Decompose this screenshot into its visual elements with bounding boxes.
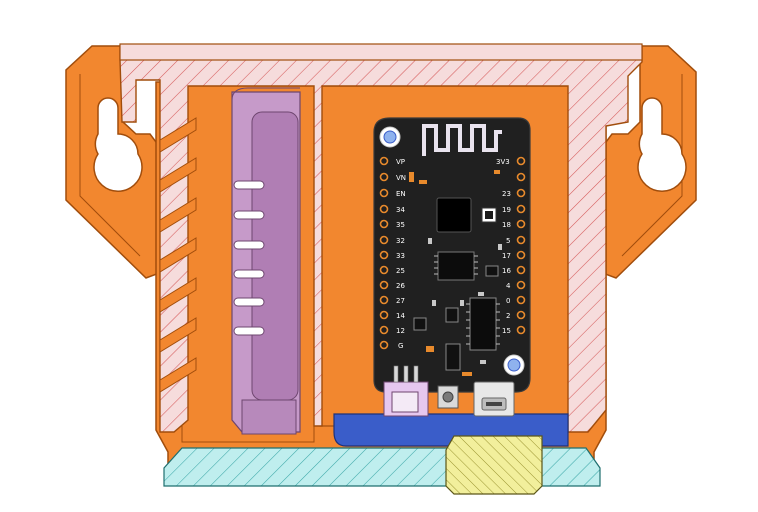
pin-label: 19 (502, 206, 511, 214)
pin-label: 34 (396, 206, 405, 214)
battery-connector (383, 365, 429, 417)
pin-label: 32 (396, 237, 405, 245)
pin-label: 15 (502, 327, 511, 335)
microcontroller-board: VP VN EN 34 35 32 33 25 26 27 14 12 G 3V… (373, 117, 531, 417)
pin-label: 5 (506, 237, 510, 245)
base-plate-right (537, 447, 601, 487)
diode (445, 343, 461, 371)
left-keyhole-slot (93, 97, 143, 193)
right-header-pins (516, 156, 526, 335)
pin-label: 27 (396, 297, 405, 305)
base-plate (163, 447, 457, 487)
battery-cell-tabs (233, 180, 265, 336)
pin-label: 3V3 (496, 158, 510, 166)
pin-label: 18 (502, 221, 511, 229)
pin-label: 26 (396, 282, 405, 290)
left-header-pins (379, 156, 389, 350)
pin-label: 2 (506, 312, 510, 320)
pin-label: 23 (502, 190, 511, 198)
left-ribs (159, 117, 197, 393)
battery-pack (231, 87, 301, 435)
pin-label: VP (396, 158, 405, 166)
transistor (445, 307, 459, 323)
micro-usb-port (473, 381, 515, 417)
pin-label: 25 (396, 267, 405, 275)
pin-label: 16 (502, 267, 511, 275)
usb-serial-chip (437, 251, 475, 281)
threaded-insert (445, 435, 543, 495)
right-ear-inner-edge (621, 74, 683, 257)
pin-label: 4 (506, 282, 511, 290)
regulator-chip (469, 297, 497, 351)
lid-section (119, 45, 643, 433)
esp32-chip (436, 197, 472, 233)
orange-smd-parts (409, 170, 500, 376)
pin-label: EN (396, 190, 406, 198)
right-keyhole-slot (637, 97, 687, 193)
pin-label: 0 (506, 297, 510, 305)
pin-label: 17 (502, 252, 511, 260)
pin-label: G (398, 342, 403, 350)
pin-label: VN (396, 174, 406, 182)
left-ear-inner-edge (79, 74, 141, 257)
transistor (485, 265, 499, 277)
pin-label: 35 (396, 221, 405, 229)
pin-label: 33 (396, 252, 405, 260)
pin-label: 12 (396, 327, 405, 335)
lid-top-rim (119, 43, 643, 61)
antenna-trace (422, 124, 502, 156)
regulator-chip-legs (466, 303, 500, 345)
usb-serial-chip-legs (434, 255, 478, 275)
small-smd-parts (428, 238, 502, 364)
pin-label: 14 (396, 312, 405, 320)
reset-button (437, 385, 459, 409)
transistor (413, 317, 427, 331)
